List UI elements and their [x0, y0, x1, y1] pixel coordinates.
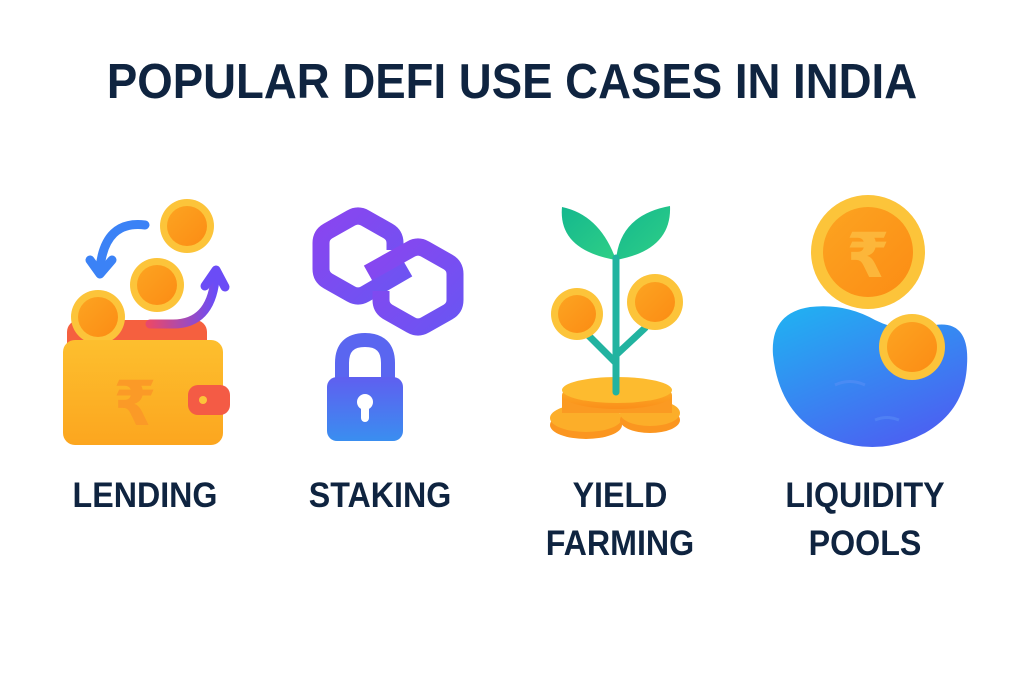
label-line: LIQUIDITY [785, 476, 945, 515]
plant-coins-icon [540, 200, 700, 445]
label-line: FARMING [545, 524, 695, 563]
use-case-lending: ₹ [55, 190, 235, 450]
label-lending: LENDING [53, 472, 237, 520]
wallet-rupee-coins-icon: ₹ [55, 190, 235, 450]
label-line: POOLS [808, 524, 922, 563]
label-yield-farming: YIELD FARMING [528, 472, 712, 568]
label-staking: STAKING [288, 472, 472, 520]
use-case-yield-farming [540, 200, 700, 445]
svg-text:₹: ₹ [113, 367, 156, 440]
use-case-staking [300, 205, 485, 450]
polygon-lock-icon [300, 205, 485, 450]
label-line: STAKING [308, 476, 452, 515]
label-liquidity-pools: LIQUIDITY POOLS [764, 472, 966, 568]
rupee-coin-pool-icon: ₹ [765, 195, 975, 455]
page-title: POPULAR DEFI USE CASES IN INDIA [106, 55, 918, 109]
label-line: YIELD [572, 476, 668, 515]
label-line: LENDING [72, 476, 218, 515]
use-case-liquidity-pools: ₹ [765, 195, 975, 455]
svg-text:₹: ₹ [846, 219, 889, 292]
